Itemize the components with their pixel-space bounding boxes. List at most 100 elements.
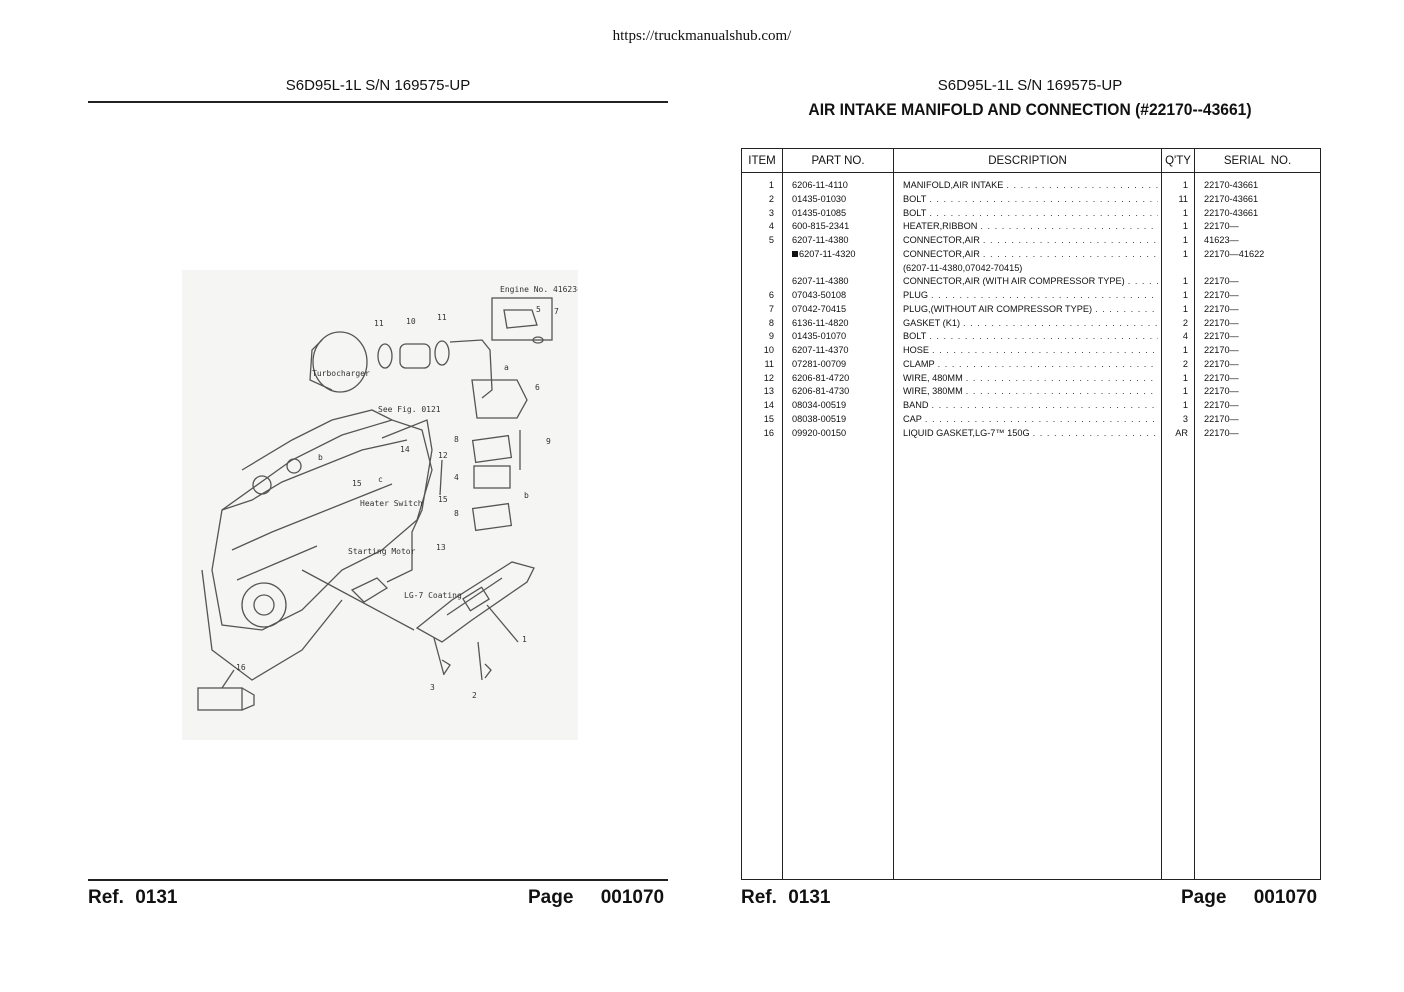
leader-dots: [1003, 179, 1158, 193]
right-page-value: 001070: [1253, 887, 1318, 908]
row-description: BOLT: [903, 193, 1158, 207]
row-serial-number: 22170—: [1204, 413, 1239, 424]
row-description: PLUG: [903, 289, 1158, 303]
right-model-heading: S6D95L-1L S/N 169575-UP: [937, 77, 1123, 94]
diagram-label-9: 9: [546, 437, 551, 446]
row-item-number: 12: [763, 372, 774, 383]
row-item-number: 16: [763, 427, 774, 438]
leader-dots: [926, 330, 1158, 344]
left-page-label: Page: [528, 887, 574, 908]
diagram-label-6: 6: [535, 383, 540, 392]
row-description-text: (6207-11-4380,07042-70415): [903, 262, 1023, 273]
row-part-number: 600-815-2341: [792, 221, 850, 232]
row-part-number: 09920-00150: [792, 427, 847, 438]
row-item-number: 14: [763, 400, 774, 410]
row-description: BOLT: [903, 330, 1158, 344]
left-ref-value: 0131: [135, 887, 178, 908]
row-quantity: 2: [1182, 317, 1188, 328]
right-page-label: Page: [1181, 887, 1227, 908]
header-item: ITEM: [741, 148, 783, 173]
row-serial-number: 22170—: [1204, 303, 1239, 314]
row-item-number: 15: [763, 413, 774, 424]
left-footer-page: Page 001070: [528, 887, 664, 909]
leader-dots: [935, 358, 1158, 372]
row-serial-number: 22170—: [1204, 400, 1239, 410]
row-serial-number: 22170—: [1204, 372, 1239, 383]
row-description-text: CONNECTOR,AIR (WITH AIR COMPRESSOR TYPE): [903, 276, 1125, 287]
row-part-number: 07043-50108: [792, 290, 847, 300]
leader-dots: [1092, 303, 1158, 317]
row-description-text: HOSE: [903, 345, 930, 355]
row-serial-number: 22170—: [1204, 221, 1239, 232]
row-description: CONNECTOR,AIR: [903, 234, 1158, 248]
row-serial-number: 22170—: [1204, 317, 1239, 328]
diagram-label-15-right: 15: [438, 495, 448, 504]
row-serial-number: 22170—: [1204, 345, 1239, 355]
diagram-label-a-top: a: [504, 363, 509, 372]
description-column: MANIFOLD,AIR INTAKEBOLTBOLTHEATER,RIBBON…: [893, 172, 1162, 880]
parts-table: ITEM PART NO. DESCRIPTION Q'TY SERIAL NO…: [741, 148, 1321, 880]
row-serial-number: 22170-43661: [1204, 180, 1259, 190]
row-description: LIQUID GASKET,LG-7™ 150G: [903, 427, 1158, 441]
diagram-label-heater-switch: Heater Switch: [360, 499, 423, 508]
row-item-number: 10: [763, 345, 774, 355]
row-quantity: 1: [1182, 372, 1188, 383]
row-serial-number: 41623—: [1204, 235, 1239, 245]
header-serial-no: SERIAL NO.: [1194, 148, 1321, 173]
diagram-label-5-top: 5: [536, 305, 541, 314]
row-item-number: 8: [768, 317, 774, 328]
diagram-label-11a: 11: [374, 319, 384, 328]
leader-dots: [977, 220, 1158, 234]
row-item-number: 7: [768, 303, 774, 314]
leader-dots: [929, 344, 1158, 358]
diagram-label-turbocharger: Turbocharger: [312, 369, 370, 378]
row-item-number: 1: [768, 180, 774, 190]
diagram-label-lg7-coating: LG-7 Coating: [404, 591, 462, 600]
row-item-number: 9: [768, 331, 774, 342]
page-title: AIR INTAKE MANIFOLD AND CONNECTION (#221…: [808, 100, 1252, 119]
row-quantity: 1: [1182, 345, 1188, 355]
row-quantity: 1: [1182, 276, 1188, 287]
row-part-number: 6206-81-4730: [792, 386, 850, 397]
leader-dots: [960, 317, 1158, 331]
row-description: BAND: [903, 399, 1158, 413]
row-quantity: 2: [1182, 358, 1188, 369]
row-quantity: 1: [1182, 386, 1188, 397]
source-url[interactable]: https://truckmanualshub.com/: [612, 28, 792, 44]
leader-dots: [980, 234, 1158, 248]
diagram-label-2: 2: [472, 691, 477, 700]
row-description: WIRE, 480MM: [903, 372, 1158, 386]
row-description-text: BAND: [903, 400, 929, 410]
row-quantity: [1164, 262, 1190, 276]
leader-dots: [926, 207, 1158, 221]
row-description: PLUG,(WITHOUT AIR COMPRESSOR TYPE): [903, 303, 1158, 317]
diagram-label-c: c: [378, 475, 383, 484]
row-quantity: 11: [1178, 193, 1188, 204]
row-description-text: LIQUID GASKET,LG-7™ 150G: [903, 427, 1030, 438]
engine-illustration: Engine No. 41623~ 11 10 11 5 7 Turbochar…: [197, 285, 582, 711]
row-part-number: 6207-11-4320: [792, 248, 889, 262]
row-description: WIRE, 380MM: [903, 385, 1158, 399]
row-quantity: 1: [1182, 235, 1188, 245]
row-item-number: 13: [763, 386, 774, 397]
diagram-label-8-top: 8: [454, 435, 459, 444]
row-item-number: [744, 248, 778, 262]
row-part-number: 6136-11-4820: [792, 317, 849, 328]
header-qty: Q'TY: [1161, 148, 1195, 173]
row-quantity: 3: [1182, 413, 1188, 424]
row-quantity: 1: [1182, 290, 1188, 300]
table-header-row: ITEM PART NO. DESCRIPTION Q'TY SERIAL NO…: [741, 148, 1321, 173]
row-description: CONNECTOR,AIR (WITH AIR COMPRESSOR TYPE): [903, 275, 1158, 289]
diagram-label-b-right: b: [524, 491, 529, 500]
diagram-label-3: 3: [430, 683, 435, 692]
row-description: CAP: [903, 413, 1158, 427]
diagram-label-starting-motor: Starting Motor: [348, 547, 416, 556]
row-description-text: PLUG: [903, 290, 929, 300]
diagram-label-16: 16: [236, 663, 246, 672]
row-description-text: CONNECTOR,AIR: [903, 248, 980, 259]
